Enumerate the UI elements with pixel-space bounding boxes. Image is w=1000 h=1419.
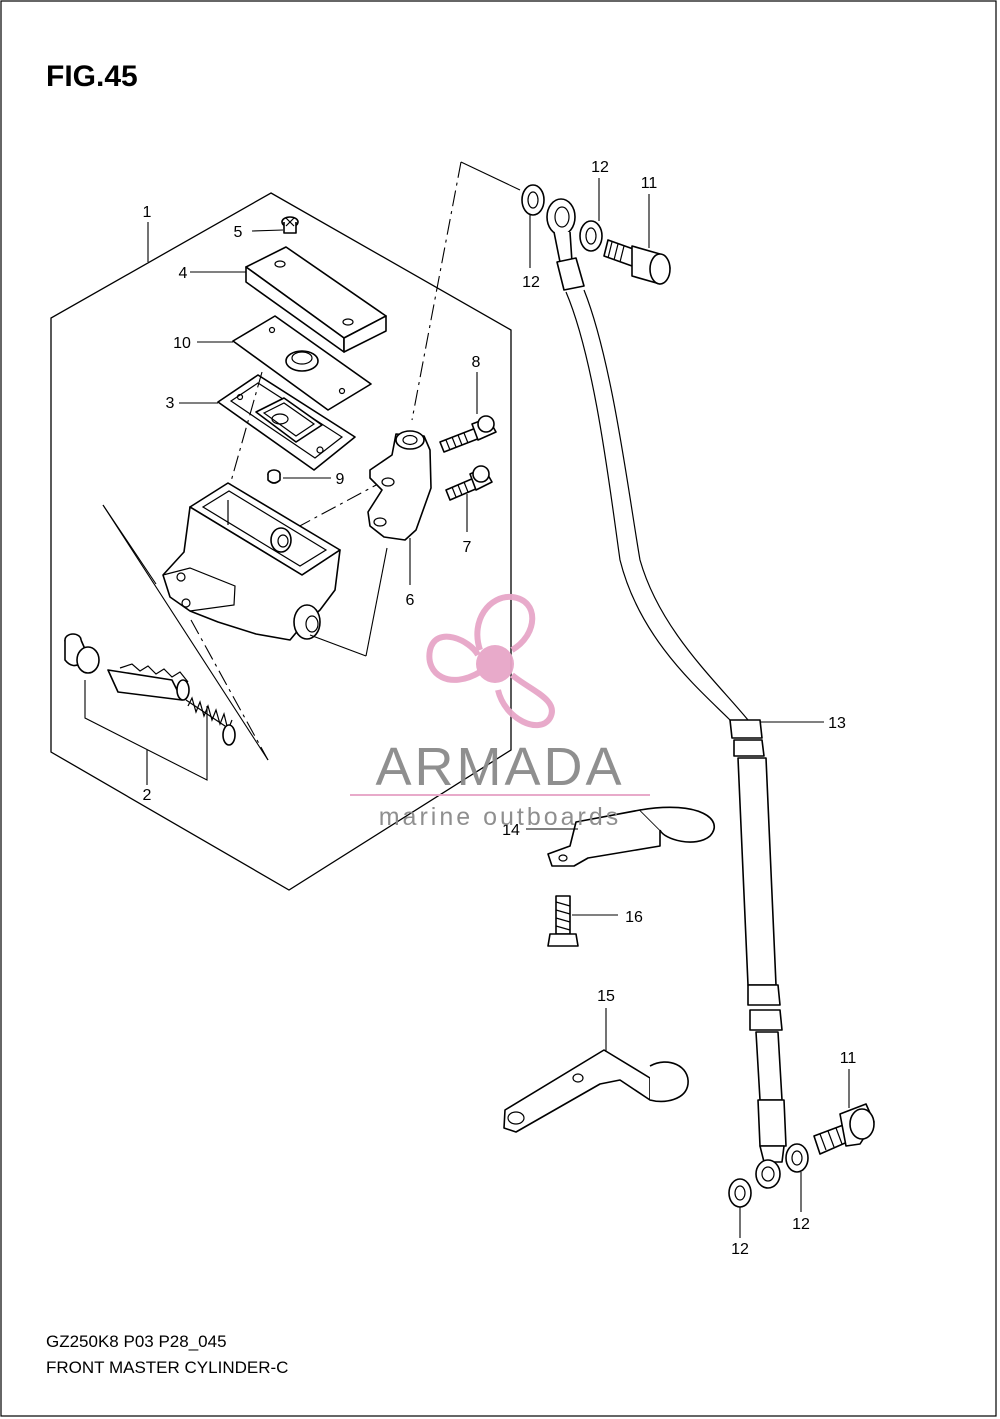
part-12-washer-top-b (579, 220, 603, 252)
part-12-washer-bottom-b (785, 1143, 809, 1173)
part-12-washer-top-a (521, 184, 545, 216)
part-13-brake-hose (546, 198, 787, 1189)
part-9-washer (267, 469, 281, 484)
callout-2: 2 (143, 787, 152, 804)
callout-16: 16 (625, 909, 643, 926)
propeller-icon (426, 593, 555, 729)
callout-9: 9 (336, 471, 345, 488)
callout-15: 15 (597, 988, 615, 1005)
callout-12-bottom-a: 12 (731, 1241, 749, 1258)
hose-reference-line (460, 161, 521, 191)
part-10-plate (232, 315, 372, 411)
figure-title: FIG.45 (46, 60, 138, 93)
part-11-banjo-bolt-bottom (813, 1103, 875, 1155)
callout-8: 8 (472, 354, 481, 371)
callout-11-top: 11 (641, 175, 658, 192)
assembly-outline (50, 192, 512, 891)
part-11-banjo-bolt-top (603, 239, 671, 285)
callout-12-top-a: 12 (522, 274, 540, 291)
callout-11-bottom: 11 (840, 1050, 857, 1067)
part-6-clamp (367, 430, 432, 541)
callout-10: 10 (173, 335, 191, 352)
part-4-reservoir-cap (245, 246, 387, 353)
part-7-bolt (445, 465, 493, 501)
watermark: ARMADA marine outboards (350, 593, 650, 831)
callout-1: 1 (143, 204, 152, 221)
callout-5: 5 (234, 224, 243, 241)
callout-7: 7 (463, 539, 472, 556)
part-2-piston-kit (64, 633, 236, 746)
watermark-tagline: marine outboards (379, 803, 622, 831)
part-3-diaphragm (217, 374, 356, 471)
diagram-description: FRONT MASTER CYLINDER-C (46, 1358, 289, 1377)
part-15-bracket (503, 1049, 689, 1133)
callout-12-top-b: 12 (591, 159, 609, 176)
callout-3: 3 (166, 395, 175, 412)
part-1-master-cylinder-body (162, 482, 341, 641)
callout-12-bottom-b: 12 (792, 1216, 810, 1233)
callout-4: 4 (179, 265, 188, 282)
part-14-hose-clamp (547, 806, 716, 867)
callout-14: 14 (502, 822, 520, 839)
callout-6: 6 (406, 592, 415, 609)
hose-axis-dash (411, 161, 462, 421)
part-8-bolt (439, 415, 497, 453)
watermark-brand: ARMADA (375, 737, 624, 797)
diagram-code: GZ250K8 P03 P28_045 (46, 1332, 227, 1351)
part-12-washer-bottom-a (728, 1178, 752, 1208)
part-16-bolt (547, 895, 579, 947)
part-5-screw (281, 216, 299, 234)
callout-13: 13 (828, 715, 846, 732)
